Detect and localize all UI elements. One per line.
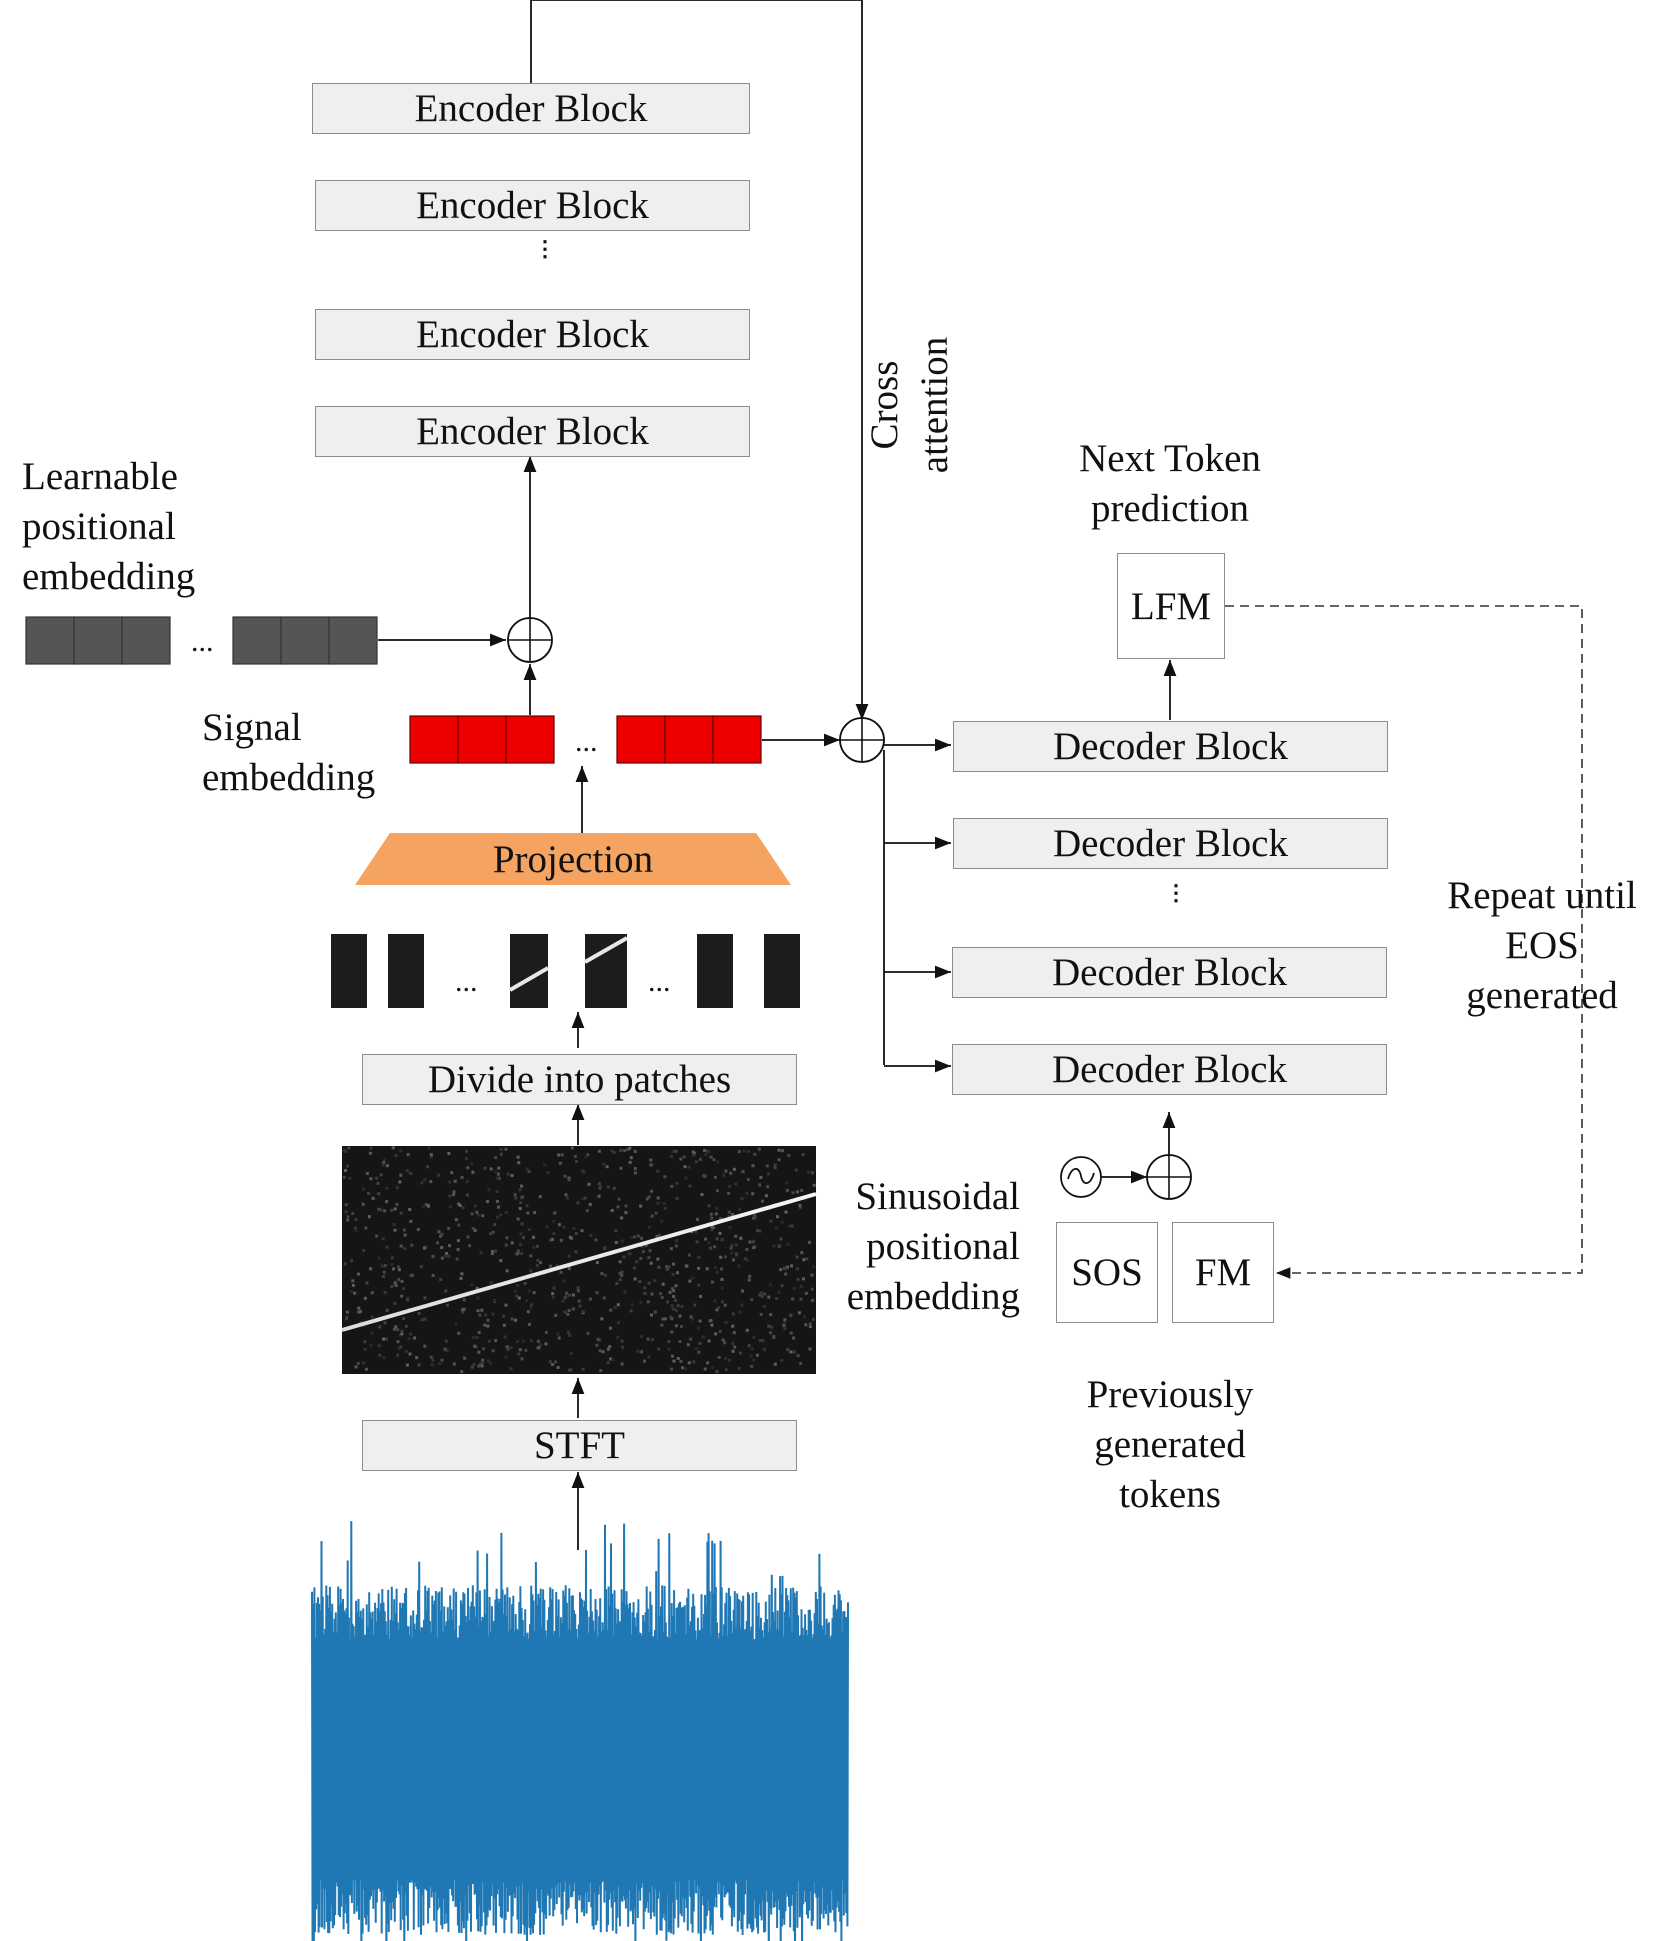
repeat-until-label: Repeat until EOS generated <box>1447 874 1637 1017</box>
decoder-block-1: Decoder Block <box>953 721 1388 772</box>
repeat-feedback-line <box>1225 605 1583 1279</box>
fm-token: FM <box>1172 1222 1274 1323</box>
encoder-block-4: Encoder Block <box>315 406 750 457</box>
patch-ellipsis-left: ... <box>455 965 478 998</box>
decoder-vertical-ellipsis: ⋮ <box>1165 880 1187 905</box>
signal-embedding-label: Signal embedding <box>202 706 376 799</box>
decoder-block-3: Decoder Block <box>952 947 1387 998</box>
learnable-ellipsis: ... <box>191 625 214 658</box>
sinusoidal-input <box>1060 1156 1147 1198</box>
encoder-add-node <box>507 617 553 663</box>
encoder-block-3: Encoder Block <box>315 309 750 360</box>
sinusoidal-pe-label: Sinusoidal positional embedding <box>846 1175 1020 1318</box>
lfm-output-token: LFM <box>1117 553 1225 659</box>
signal-ellipsis: ... <box>575 725 598 758</box>
decoder-block-4: Decoder Block <box>952 1044 1387 1095</box>
spectrogram-patches <box>331 934 800 1008</box>
next-token-label: Next Token prediction <box>1079 437 1261 530</box>
signal-embedding-tokens <box>409 715 762 764</box>
encoder-block-1: Encoder Block <box>312 83 750 134</box>
divide-patches-block: Divide into patches <box>362 1054 797 1105</box>
learnable-pe-label: Learnable positional embedding <box>22 455 196 598</box>
cross-attention-label: Cross attention <box>863 336 956 474</box>
encoder-vertical-ellipsis: ⋮ <box>534 236 556 261</box>
decoder-input-add-node <box>1146 1154 1192 1200</box>
stft-block: STFT <box>362 1420 797 1471</box>
decoder-add-node <box>839 717 885 763</box>
sos-token: SOS <box>1056 1222 1158 1323</box>
patch-ellipsis-right: ... <box>648 965 671 998</box>
projection-block: Projection <box>355 833 791 885</box>
cross-attention-line <box>530 0 869 720</box>
decoder-fanout-arrows <box>883 738 951 1073</box>
learnable-embedding-tokens <box>25 616 378 665</box>
spectrogram-image <box>341 1146 817 1374</box>
decoder-block-2: Decoder Block <box>953 818 1388 869</box>
previous-tokens-label: Previously generated tokens <box>1086 1373 1254 1516</box>
input-waveform <box>311 1521 849 1941</box>
encoder-block-2: Encoder Block <box>315 180 750 231</box>
